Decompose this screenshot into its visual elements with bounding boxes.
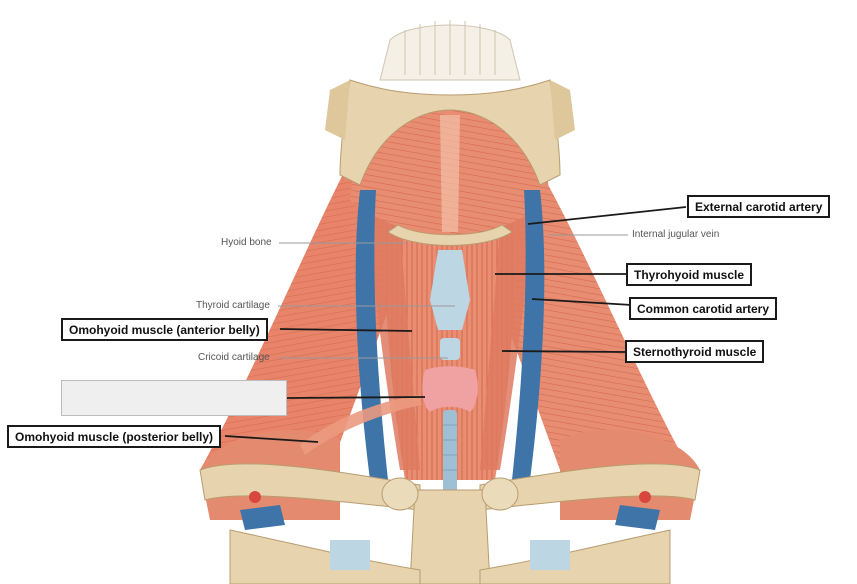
- label-omohyoid-anterior-belly[interactable]: Omohyoid muscle (anterior belly): [61, 318, 268, 341]
- larynx-trachea: [430, 250, 470, 500]
- clavicles-sternum: [199, 463, 701, 584]
- leader-sternothyroid: [501, 350, 626, 353]
- label-omohyoid-posterior-belly[interactable]: Omohyoid muscle (posterior belly): [7, 425, 222, 448]
- label-hyoid-bone: Hyoid bone: [221, 237, 272, 248]
- label-common-carotid-artery[interactable]: Common carotid artery: [629, 297, 778, 320]
- label-internal-jugular-vein: Internal jugular vein: [632, 229, 720, 240]
- floor-of-mouth-muscles: [350, 110, 550, 235]
- leader-blank: [286, 396, 426, 399]
- thyroid-gland: [422, 366, 478, 412]
- label-cricoid-cartilage: Cricoid cartilage: [198, 352, 270, 363]
- label-external-carotid-artery[interactable]: External carotid artery: [687, 195, 831, 218]
- label-sternothyroid-muscle[interactable]: Sternothyroid muscle: [625, 340, 765, 363]
- leader-common-carotid: [531, 298, 633, 306]
- omohyoid-muscle-shape: [300, 395, 422, 455]
- leader-external-carotid: [527, 206, 687, 225]
- label-thyrohyoid-muscle[interactable]: Thyrohyoid muscle: [626, 263, 753, 286]
- blank-answer-box[interactable]: [61, 380, 287, 416]
- mandible: [325, 20, 575, 186]
- hyoid-bone-shape: [387, 224, 513, 246]
- label-thyroid-cartilage: Thyroid cartilage: [196, 300, 270, 311]
- leader-lines: [224, 206, 687, 443]
- leader-omohyoid-posterior: [224, 435, 319, 443]
- leader-omohyoid-anterior: [279, 328, 413, 332]
